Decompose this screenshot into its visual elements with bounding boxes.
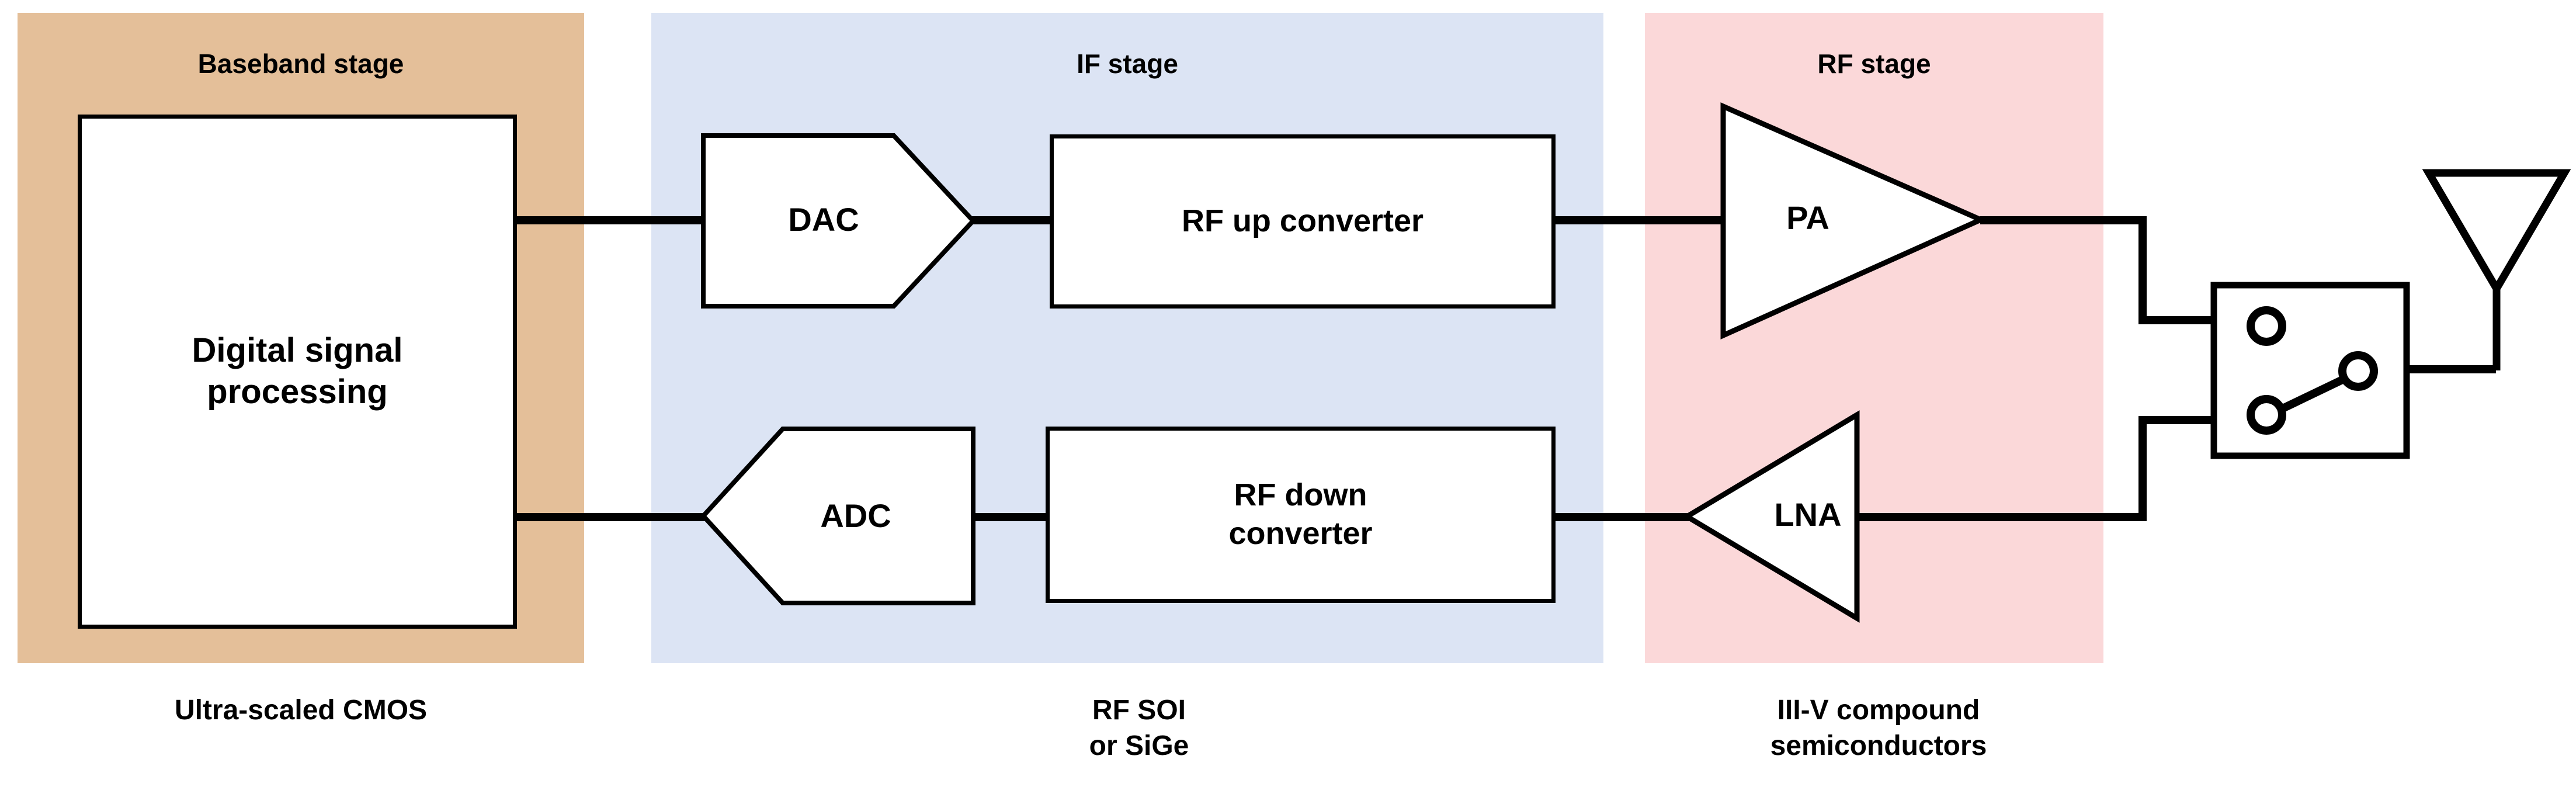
wire-lna-to-switch-v <box>2138 416 2147 521</box>
if-footnote: RF SOI or SiGe <box>1089 695 1189 762</box>
wire-downconverter-to-adc <box>970 513 1046 521</box>
wire-lna-to-switch-h2 <box>2138 416 2214 424</box>
wire-lna-to-downconverter <box>1551 513 1691 521</box>
switch-terminal-tx[interactable] <box>2247 306 2286 346</box>
wire-lna-to-switch-h1 <box>1856 513 2147 521</box>
block-digital-signal-processing[interactable]: Digital signal processing <box>78 115 517 629</box>
antenna-icon <box>2422 169 2571 370</box>
wire-upconverter-to-pa <box>1551 216 1726 224</box>
block-rf-down-converter[interactable]: RF down converter <box>1046 427 1556 603</box>
up-converter-label: RF up converter <box>1181 203 1424 239</box>
if-stage-title: IF stage <box>1077 48 1178 79</box>
rf-stage-title: RF stage <box>1817 48 1931 79</box>
down-converter-label: RF down converter <box>1228 477 1373 551</box>
block-rf-up-converter[interactable]: RF up converter <box>1050 134 1556 309</box>
wire-adc-to-dsp <box>514 513 713 521</box>
block-adc[interactable] <box>700 427 975 605</box>
baseband-footnote: Ultra-scaled CMOS <box>174 695 428 726</box>
rf-footnote: III-V compound semiconductors <box>1770 695 1987 762</box>
block-pa[interactable] <box>1720 102 1988 339</box>
wire-dac-to-upconverter <box>967 216 1054 224</box>
wire-pa-to-switch-h1 <box>1980 216 2147 224</box>
block-dac[interactable] <box>701 133 977 309</box>
switch-terminal-rx[interactable] <box>2247 395 2286 435</box>
dsp-label: Digital signal processing <box>192 331 403 411</box>
dac-outline <box>701 133 977 309</box>
pa-outline <box>1720 102 1988 339</box>
adc-outline <box>700 427 975 605</box>
switch-terminal-antenna[interactable] <box>2338 351 2378 391</box>
lna-outline <box>1682 410 1860 623</box>
wire-switch-to-antenna-h <box>2405 365 2496 373</box>
block-lna[interactable] <box>1682 410 1860 623</box>
block-antenna-switch[interactable] <box>2210 282 2410 459</box>
baseband-stage-title: Baseband stage <box>197 48 404 79</box>
wire-dsp-to-dac <box>514 216 713 224</box>
wire-pa-to-switch-h2 <box>2138 316 2214 324</box>
antenna-dish <box>2422 169 2571 296</box>
wire-pa-to-switch-v <box>2138 216 2147 324</box>
